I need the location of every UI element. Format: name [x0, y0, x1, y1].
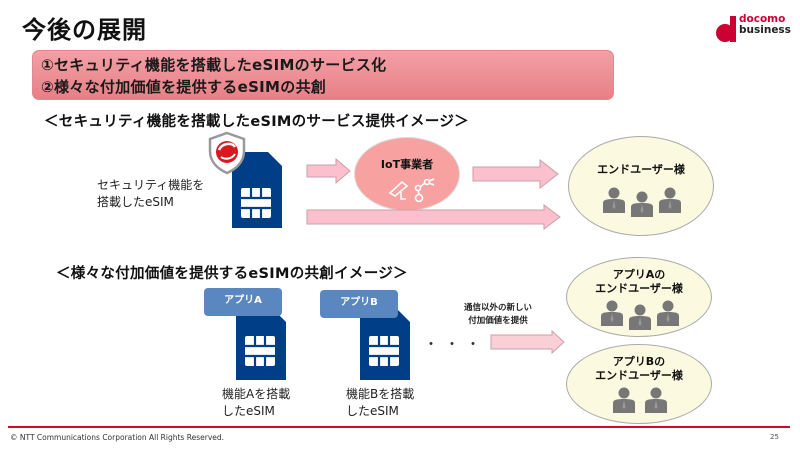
more-ellipsis: ・・・・	[424, 337, 508, 353]
sim-card-b-icon	[360, 308, 410, 380]
sim-card-icon	[232, 152, 282, 228]
docomo-d-icon	[716, 16, 736, 42]
sim-b-label-line2: したeSIM	[346, 404, 399, 418]
sim-a-label: 機能Aを搭載 したeSIM	[222, 386, 290, 420]
app-b-end-users-line1: アプリBの	[612, 355, 666, 368]
user-icon	[613, 387, 635, 413]
app-b-end-users-node: アプリBの エンドユーザー様	[566, 344, 712, 424]
secure-sim-label-line2: 搭載したeSIM	[97, 195, 174, 209]
banner-line-2: ②様々な付加価値を提供するeSIMの共創	[41, 78, 327, 96]
section2-heading: ＜様々な付加価値を提供するeSIMの共創イメージ＞	[56, 266, 408, 282]
value-add-label-line2: 付加価値を提供	[468, 316, 528, 326]
docomo-business-logo: docomo business	[715, 12, 791, 44]
app-a-end-users-label: アプリAの エンドユーザー様	[567, 268, 711, 296]
logo-text-line1: docomo	[739, 13, 786, 25]
arrow-to-iot	[306, 158, 351, 184]
value-add-arrow	[490, 330, 565, 354]
sim-card-a-icon	[236, 308, 286, 380]
sim-b-label: 機能Bを搭載 したeSIM	[346, 386, 414, 420]
user-icon	[629, 304, 651, 330]
app-b-end-users-label: アプリBの エンドユーザー様	[567, 355, 711, 383]
user-icon	[645, 387, 667, 413]
sim-b-label-line1: 機能Bを搭載	[346, 387, 415, 401]
app-a-users-group	[601, 300, 679, 330]
footer-divider	[8, 426, 790, 428]
shield-icon	[208, 131, 246, 175]
page-title: 今後の展開	[22, 16, 147, 44]
app-b-end-users-line2: エンドユーザー様	[595, 369, 683, 382]
user-icon	[657, 300, 679, 326]
app-b-tag: アプリB	[320, 290, 398, 318]
user-icon	[603, 187, 625, 213]
app-b-users-group	[613, 387, 667, 413]
sim-a-label-line2: したeSIM	[222, 404, 275, 418]
camera-icon	[388, 180, 409, 200]
end-users-group	[603, 187, 681, 217]
arrow-iot-to-users	[472, 159, 559, 189]
user-icon	[601, 300, 623, 326]
secure-sim-label-line1: セキュリティ機能を	[97, 178, 205, 192]
user-icon	[631, 191, 653, 217]
end-users-label: エンドユーザー様	[597, 163, 685, 176]
end-users-node: エンドユーザー様	[568, 136, 714, 236]
arrow-sim-to-users	[306, 204, 561, 230]
user-icon	[659, 187, 681, 213]
app-a-tag: アプリA	[204, 288, 282, 316]
section1-heading: ＜セキュリティ機能を搭載したeSIMのサービス提供イメージ＞	[44, 114, 469, 130]
page-number: 25	[770, 433, 779, 441]
secure-sim-label: セキュリティ機能を 搭載したeSIM	[97, 177, 204, 211]
value-add-label: 通信以外の新しい 付加価値を提供	[450, 302, 546, 328]
robot-arm-icon	[414, 178, 435, 203]
sim-a-label-line1: 機能Aを搭載	[222, 387, 291, 401]
app-a-end-users-line1: アプリAの	[612, 268, 666, 281]
value-add-label-line1: 通信以外の新しい	[463, 303, 532, 313]
banner-line-1: ①セキュリティ機能を搭載したeSIMのサービス化	[41, 56, 387, 74]
iot-provider-node: IoT事業者	[354, 137, 460, 211]
app-a-end-users-line2: エンドユーザー様	[595, 282, 683, 295]
app-a-end-users-node: アプリAの エンドユーザー様	[566, 257, 712, 337]
copyright-text: © NTT Communications Corporation All Rig…	[10, 433, 225, 442]
logo-text-line2: business	[739, 24, 791, 36]
summary-banner: ①セキュリティ機能を搭載したeSIMのサービス化 ②様々な付加価値を提供するeS…	[32, 50, 614, 100]
iot-provider-label: IoT事業者	[380, 158, 434, 171]
